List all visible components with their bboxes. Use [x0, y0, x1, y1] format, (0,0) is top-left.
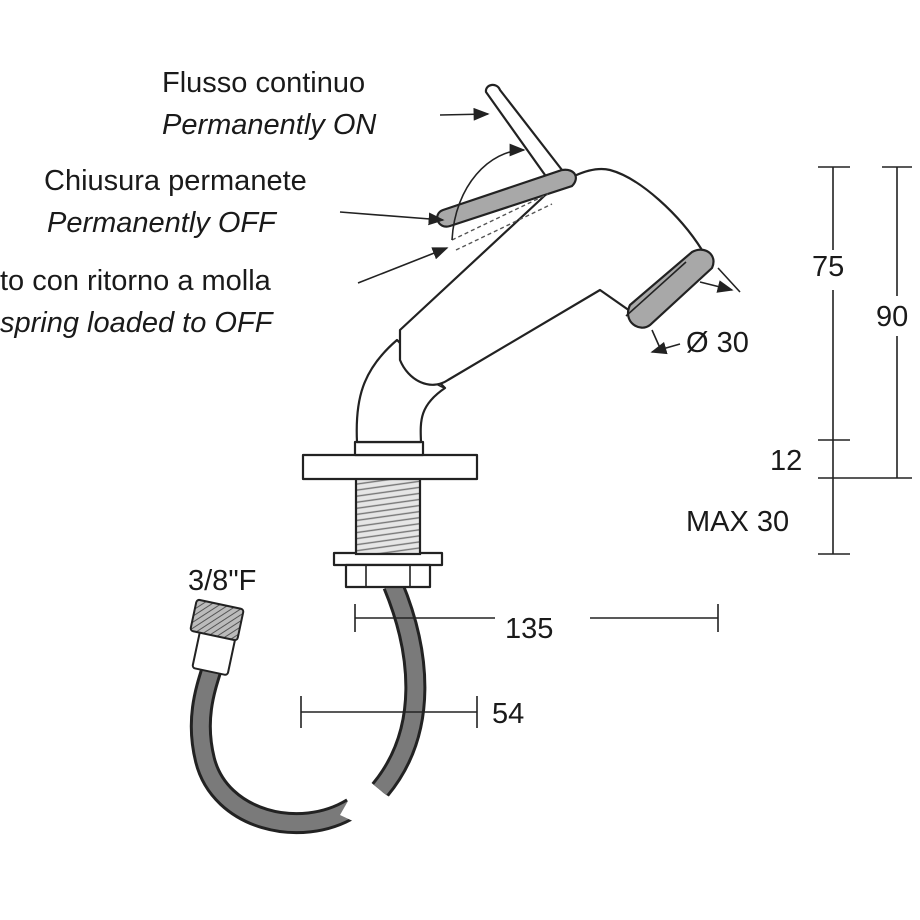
label-hose-thread: 3/8"F	[188, 565, 256, 597]
label-closed-it: Chiusura permanete	[44, 165, 307, 197]
mounting-nut	[332, 551, 444, 589]
label-spring-en: spring loaded to OFF	[0, 307, 275, 339]
svg-text:135: 135	[505, 613, 553, 645]
label-flow-on-en: Permanently ON	[162, 109, 376, 141]
dim-max-thickness: MAX 30	[686, 506, 789, 538]
flange	[301, 440, 479, 481]
threaded-shank	[354, 476, 422, 556]
label-flow-on-it: Flusso continuo	[162, 67, 365, 99]
dim-vertical-right	[818, 166, 912, 555]
arrow-closed	[339, 211, 445, 226]
dim-flange: 12	[770, 445, 802, 477]
svg-text:54: 54	[492, 698, 524, 730]
hose	[189, 580, 427, 835]
faucet-body	[398, 167, 704, 386]
arrow-spring	[357, 247, 449, 284]
dim-hose-offset: 54	[300, 696, 524, 730]
hose-fitting	[189, 598, 245, 676]
dim-height-total: 90	[876, 301, 908, 333]
spout-outlet	[625, 248, 715, 329]
dim-height-upper: 75	[812, 251, 844, 283]
label-spring-it: to con ritorno a molla	[0, 265, 272, 297]
dim-spout-diameter: Ø 30	[650, 267, 749, 359]
arrow-flow-on	[439, 107, 490, 121]
lever-handle	[436, 83, 577, 251]
label-closed-en: Permanently OFF	[47, 207, 278, 239]
dim-reach: 135	[354, 604, 719, 645]
svg-text:Ø 30: Ø 30	[686, 327, 749, 359]
